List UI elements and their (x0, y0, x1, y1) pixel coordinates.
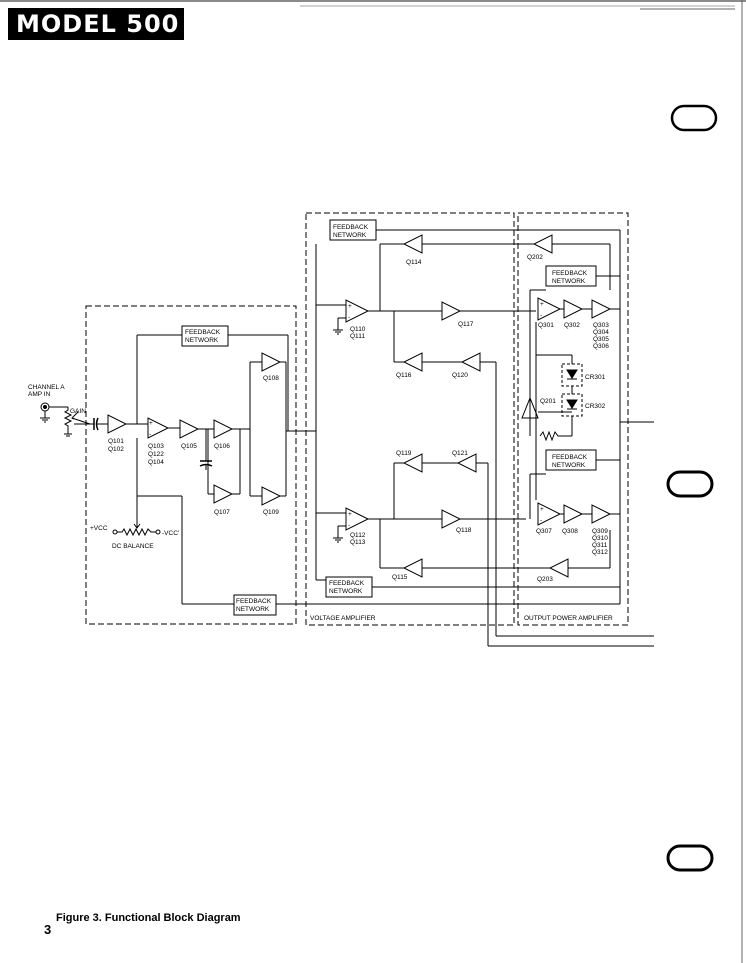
q106-label: Q106 (214, 443, 230, 450)
feedback-6-line2: NETWORK (552, 462, 586, 469)
svg-text:-: - (348, 522, 350, 529)
feedback-2-line2: NETWORK (236, 606, 270, 613)
q201-label: Q201 (540, 398, 556, 405)
q301-label: Q301 (538, 322, 554, 329)
q303-label-2: Q304 (593, 329, 609, 336)
feedback-5-line2: NETWORK (552, 278, 586, 285)
feedback-1-line1: FEEDBACK (185, 329, 221, 336)
vcc-pos-label: +VCC (90, 525, 108, 532)
feedback-2-line1: FEEDBACK (236, 598, 272, 605)
feedback-5-line1: FEEDBACK (552, 270, 588, 277)
q302-label: Q302 (564, 322, 580, 329)
q103-label-3: Q104 (148, 459, 164, 466)
q107-label: Q107 (214, 509, 230, 516)
feedback-4-line2: NETWORK (329, 588, 363, 595)
q112-label-1: Q112 (350, 532, 366, 539)
q120-label: Q120 (452, 372, 468, 379)
q303-label-1: Q303 (593, 322, 609, 329)
q309-label-1: Q309 (592, 528, 608, 535)
q112-label-2: Q113 (350, 539, 366, 546)
vcc-neg-label: -VCC' (162, 530, 179, 537)
q105-label: Q105 (181, 443, 197, 450)
q103-label-2: Q122 (148, 451, 164, 458)
q117-label: Q117 (458, 321, 474, 328)
channel-label-line1: CHANNEL A (28, 384, 65, 391)
page-number: 3 (44, 922, 52, 937)
q101-label-1: Q101 (108, 438, 124, 445)
q110-label-1: Q110 (350, 326, 366, 333)
q307-label: Q307 (536, 528, 552, 535)
preamp-section-outline (85, 305, 297, 625)
feedback-6-line1: FEEDBACK (552, 454, 588, 461)
svg-text:+: + (348, 303, 352, 310)
binder-hole-top (670, 104, 718, 132)
q308-label: Q308 (562, 528, 578, 535)
q118-label: Q118 (456, 527, 472, 534)
q109-label: Q109 (263, 509, 279, 516)
svg-text:+: + (149, 420, 153, 427)
dc-balance-label: DC BALANCE (112, 543, 154, 550)
cr301-label: CR301 (585, 374, 606, 381)
svg-text:+: + (540, 301, 544, 308)
binder-hole-middle (666, 470, 714, 498)
model-header: MODEL 500 (8, 8, 184, 40)
q309-label-2: Q310 (592, 535, 608, 542)
voltage-amp-section-outline (305, 212, 515, 626)
output-power-amplifier-label: OUTPUT POWER AMPLIFIER (524, 615, 613, 622)
q116-label: Q116 (396, 372, 412, 379)
q101-label-2: Q102 (108, 446, 124, 453)
feedback-3-line2: NETWORK (333, 232, 367, 239)
gain-label: GAIN (70, 408, 86, 415)
feedback-3-line1: FEEDBACK (333, 224, 369, 231)
channel-label-line2: AMP IN (28, 391, 51, 398)
q119-label: Q119 (396, 450, 412, 457)
q203-label: Q203 (537, 576, 553, 583)
q309-label-3: Q311 (592, 542, 608, 549)
q121-label: Q121 (452, 450, 468, 457)
figure-caption: Figure 3. Functional Block Diagram (56, 912, 241, 924)
output-amp-section-outline (517, 212, 629, 626)
q115-label: Q115 (392, 574, 408, 581)
svg-text:+: + (348, 511, 352, 518)
feedback-1-line2: NETWORK (185, 337, 219, 344)
svg-text:-: - (540, 312, 542, 319)
svg-text:-: - (348, 314, 350, 321)
feedback-4-line1: FEEDBACK (329, 580, 365, 587)
voltage-amplifier-label: VOLTAGE AMPLIFIER (310, 615, 376, 622)
q303-label-3: Q305 (593, 336, 609, 343)
svg-text:-: - (149, 431, 151, 438)
q303-label-4: Q306 (593, 343, 609, 350)
cr302-label: CR302 (585, 403, 606, 410)
svg-text:-: - (540, 517, 542, 524)
q309-label-4: Q312 (592, 549, 608, 556)
q103-label-1: Q103 (148, 443, 164, 450)
q114-label: Q114 (406, 259, 422, 266)
q108-label: Q108 (263, 375, 279, 382)
binder-hole-bottom (666, 844, 714, 872)
q202-label: Q202 (527, 254, 543, 261)
q110-label-2: Q111 (350, 333, 365, 340)
svg-text:+: + (540, 506, 544, 513)
